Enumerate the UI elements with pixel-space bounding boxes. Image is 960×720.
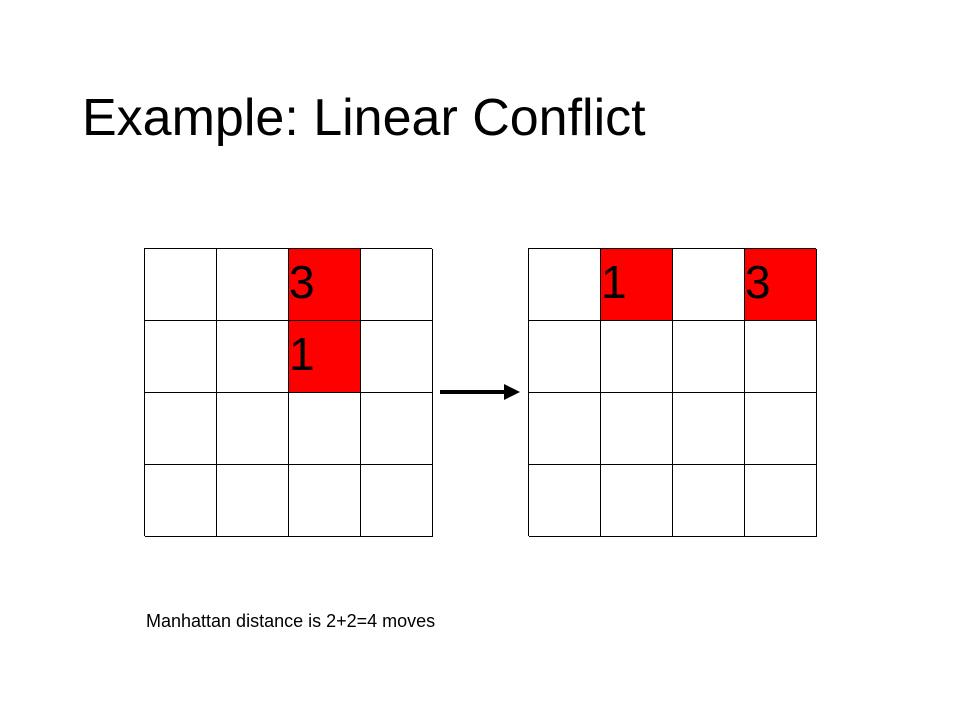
tile-cell: 1 bbox=[601, 249, 673, 321]
right-arrow-icon bbox=[440, 384, 520, 400]
empty-cell bbox=[529, 393, 601, 465]
tile-cell: 1 bbox=[289, 321, 361, 393]
empty-cell bbox=[145, 393, 217, 465]
empty-cell bbox=[361, 393, 433, 465]
empty-cell bbox=[601, 393, 673, 465]
empty-cell bbox=[145, 465, 217, 537]
empty-cell bbox=[745, 465, 817, 537]
empty-cell bbox=[529, 465, 601, 537]
empty-cell bbox=[673, 393, 745, 465]
empty-cell bbox=[361, 465, 433, 537]
tile-number: 3 bbox=[289, 256, 315, 308]
empty-cell bbox=[217, 393, 289, 465]
slide-title: Example: Linear Conflict bbox=[82, 89, 646, 147]
empty-cell bbox=[145, 249, 217, 321]
tile-number: 3 bbox=[745, 256, 771, 308]
caption: Manhattan distance is 2+2=4 moves bbox=[146, 611, 436, 631]
empty-cell bbox=[217, 321, 289, 393]
empty-cell bbox=[217, 465, 289, 537]
empty-cell bbox=[361, 249, 433, 321]
empty-cell bbox=[673, 321, 745, 393]
empty-cell bbox=[145, 321, 217, 393]
empty-cell bbox=[529, 321, 601, 393]
tile-cell: 3 bbox=[745, 249, 817, 321]
empty-cell bbox=[361, 321, 433, 393]
empty-cell bbox=[601, 321, 673, 393]
empty-cell bbox=[673, 465, 745, 537]
empty-cell bbox=[673, 249, 745, 321]
empty-cell bbox=[745, 321, 817, 393]
empty-cell bbox=[289, 465, 361, 537]
empty-cell bbox=[529, 249, 601, 321]
empty-cell bbox=[601, 465, 673, 537]
empty-cell bbox=[217, 249, 289, 321]
tile-number: 1 bbox=[601, 256, 627, 308]
empty-cell bbox=[289, 393, 361, 465]
tile-cell: 3 bbox=[289, 249, 361, 321]
empty-cell bbox=[745, 393, 817, 465]
tile-number: 1 bbox=[289, 328, 315, 380]
